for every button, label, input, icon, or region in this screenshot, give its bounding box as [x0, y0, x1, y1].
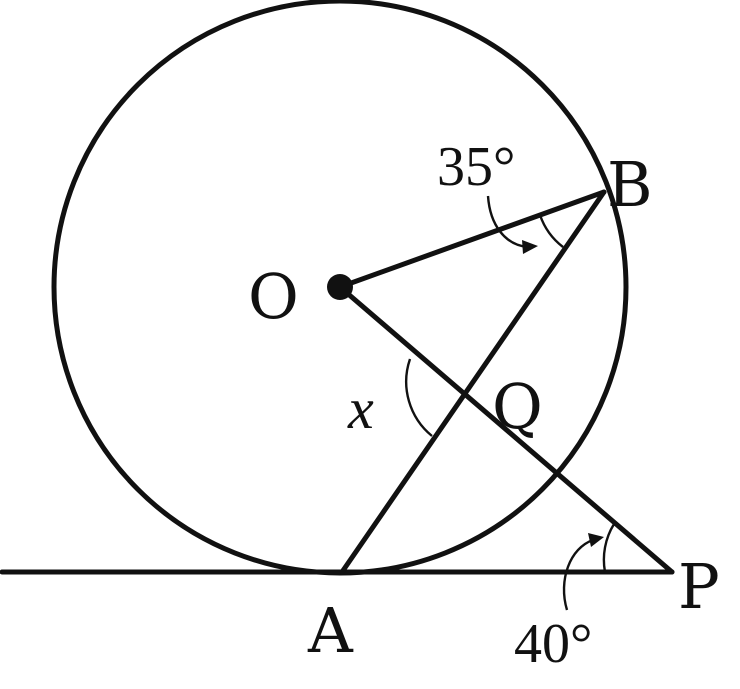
label-A: A [307, 594, 354, 667]
angle-pointer-P [562, 538, 594, 611]
arrowhead-P [588, 533, 604, 547]
angle-label-x: x [347, 376, 374, 441]
segment-OB [337, 189, 607, 290]
arrowhead-B [522, 240, 538, 254]
angle-arc-P [602, 523, 616, 573]
angle-label-B: 35° [437, 136, 515, 198]
angle-arc-B [538, 214, 564, 248]
label-O: O [248, 260, 299, 333]
chord-AB [339, 189, 607, 575]
label-B: B [607, 148, 653, 221]
label-Q: Q [492, 370, 543, 443]
label-P: P [678, 550, 720, 623]
segment-OP [337, 284, 675, 575]
angle-label-P: 40° [514, 613, 592, 675]
angle-arc-Q [405, 358, 433, 437]
angle-pointer-B [486, 195, 529, 249]
center-point-O [327, 274, 353, 300]
